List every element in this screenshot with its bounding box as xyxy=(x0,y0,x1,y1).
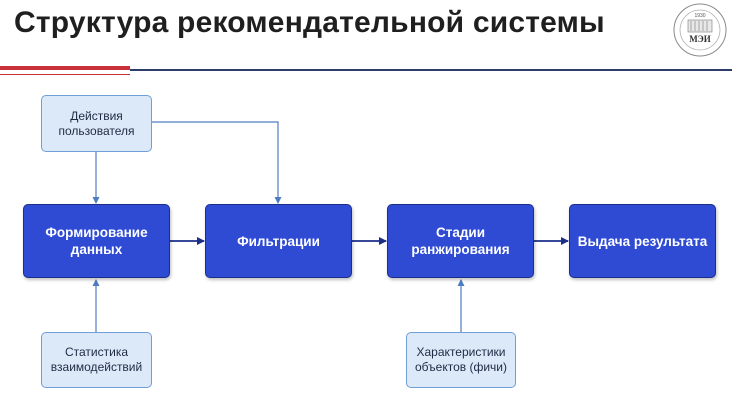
stage-ranking-label: Стадии ранжирования xyxy=(411,225,510,257)
header-rule-blue xyxy=(130,69,732,71)
stage-data-formation: Формирование данных xyxy=(23,204,170,278)
header-accent-red-thin xyxy=(0,74,130,75)
mei-logo: 1930 МЭИ xyxy=(672,2,728,58)
input-user-actions: Действия пользователя xyxy=(41,95,152,152)
input-object-features-label: Характеристики объектов (фичи) xyxy=(415,345,507,374)
arrow-actions-to-filtering xyxy=(152,121,282,204)
input-user-actions-label: Действия пользователя xyxy=(58,108,135,138)
stage-data-formation-label: Формирование данных xyxy=(45,225,148,257)
logo-year: 1930 xyxy=(694,13,705,19)
slide-title: Структура рекомендательной системы xyxy=(14,6,605,39)
header-accent-red xyxy=(0,66,130,70)
stage-filtering: Фильтрации xyxy=(205,204,352,278)
input-object-features: Характеристики объектов (фичи) xyxy=(406,332,516,388)
stage-output-label: Выдача результата xyxy=(577,233,708,249)
stage-output: Выдача результата xyxy=(569,204,716,278)
input-interaction-stats-label: Статистика взаимодействий xyxy=(50,345,143,374)
logo-text: МЭИ xyxy=(689,34,711,44)
stage-ranking: Стадии ранжирования xyxy=(387,204,534,278)
stage-filtering-label: Фильтрации xyxy=(237,233,320,249)
input-interaction-stats: Статистика взаимодействий xyxy=(41,332,152,388)
